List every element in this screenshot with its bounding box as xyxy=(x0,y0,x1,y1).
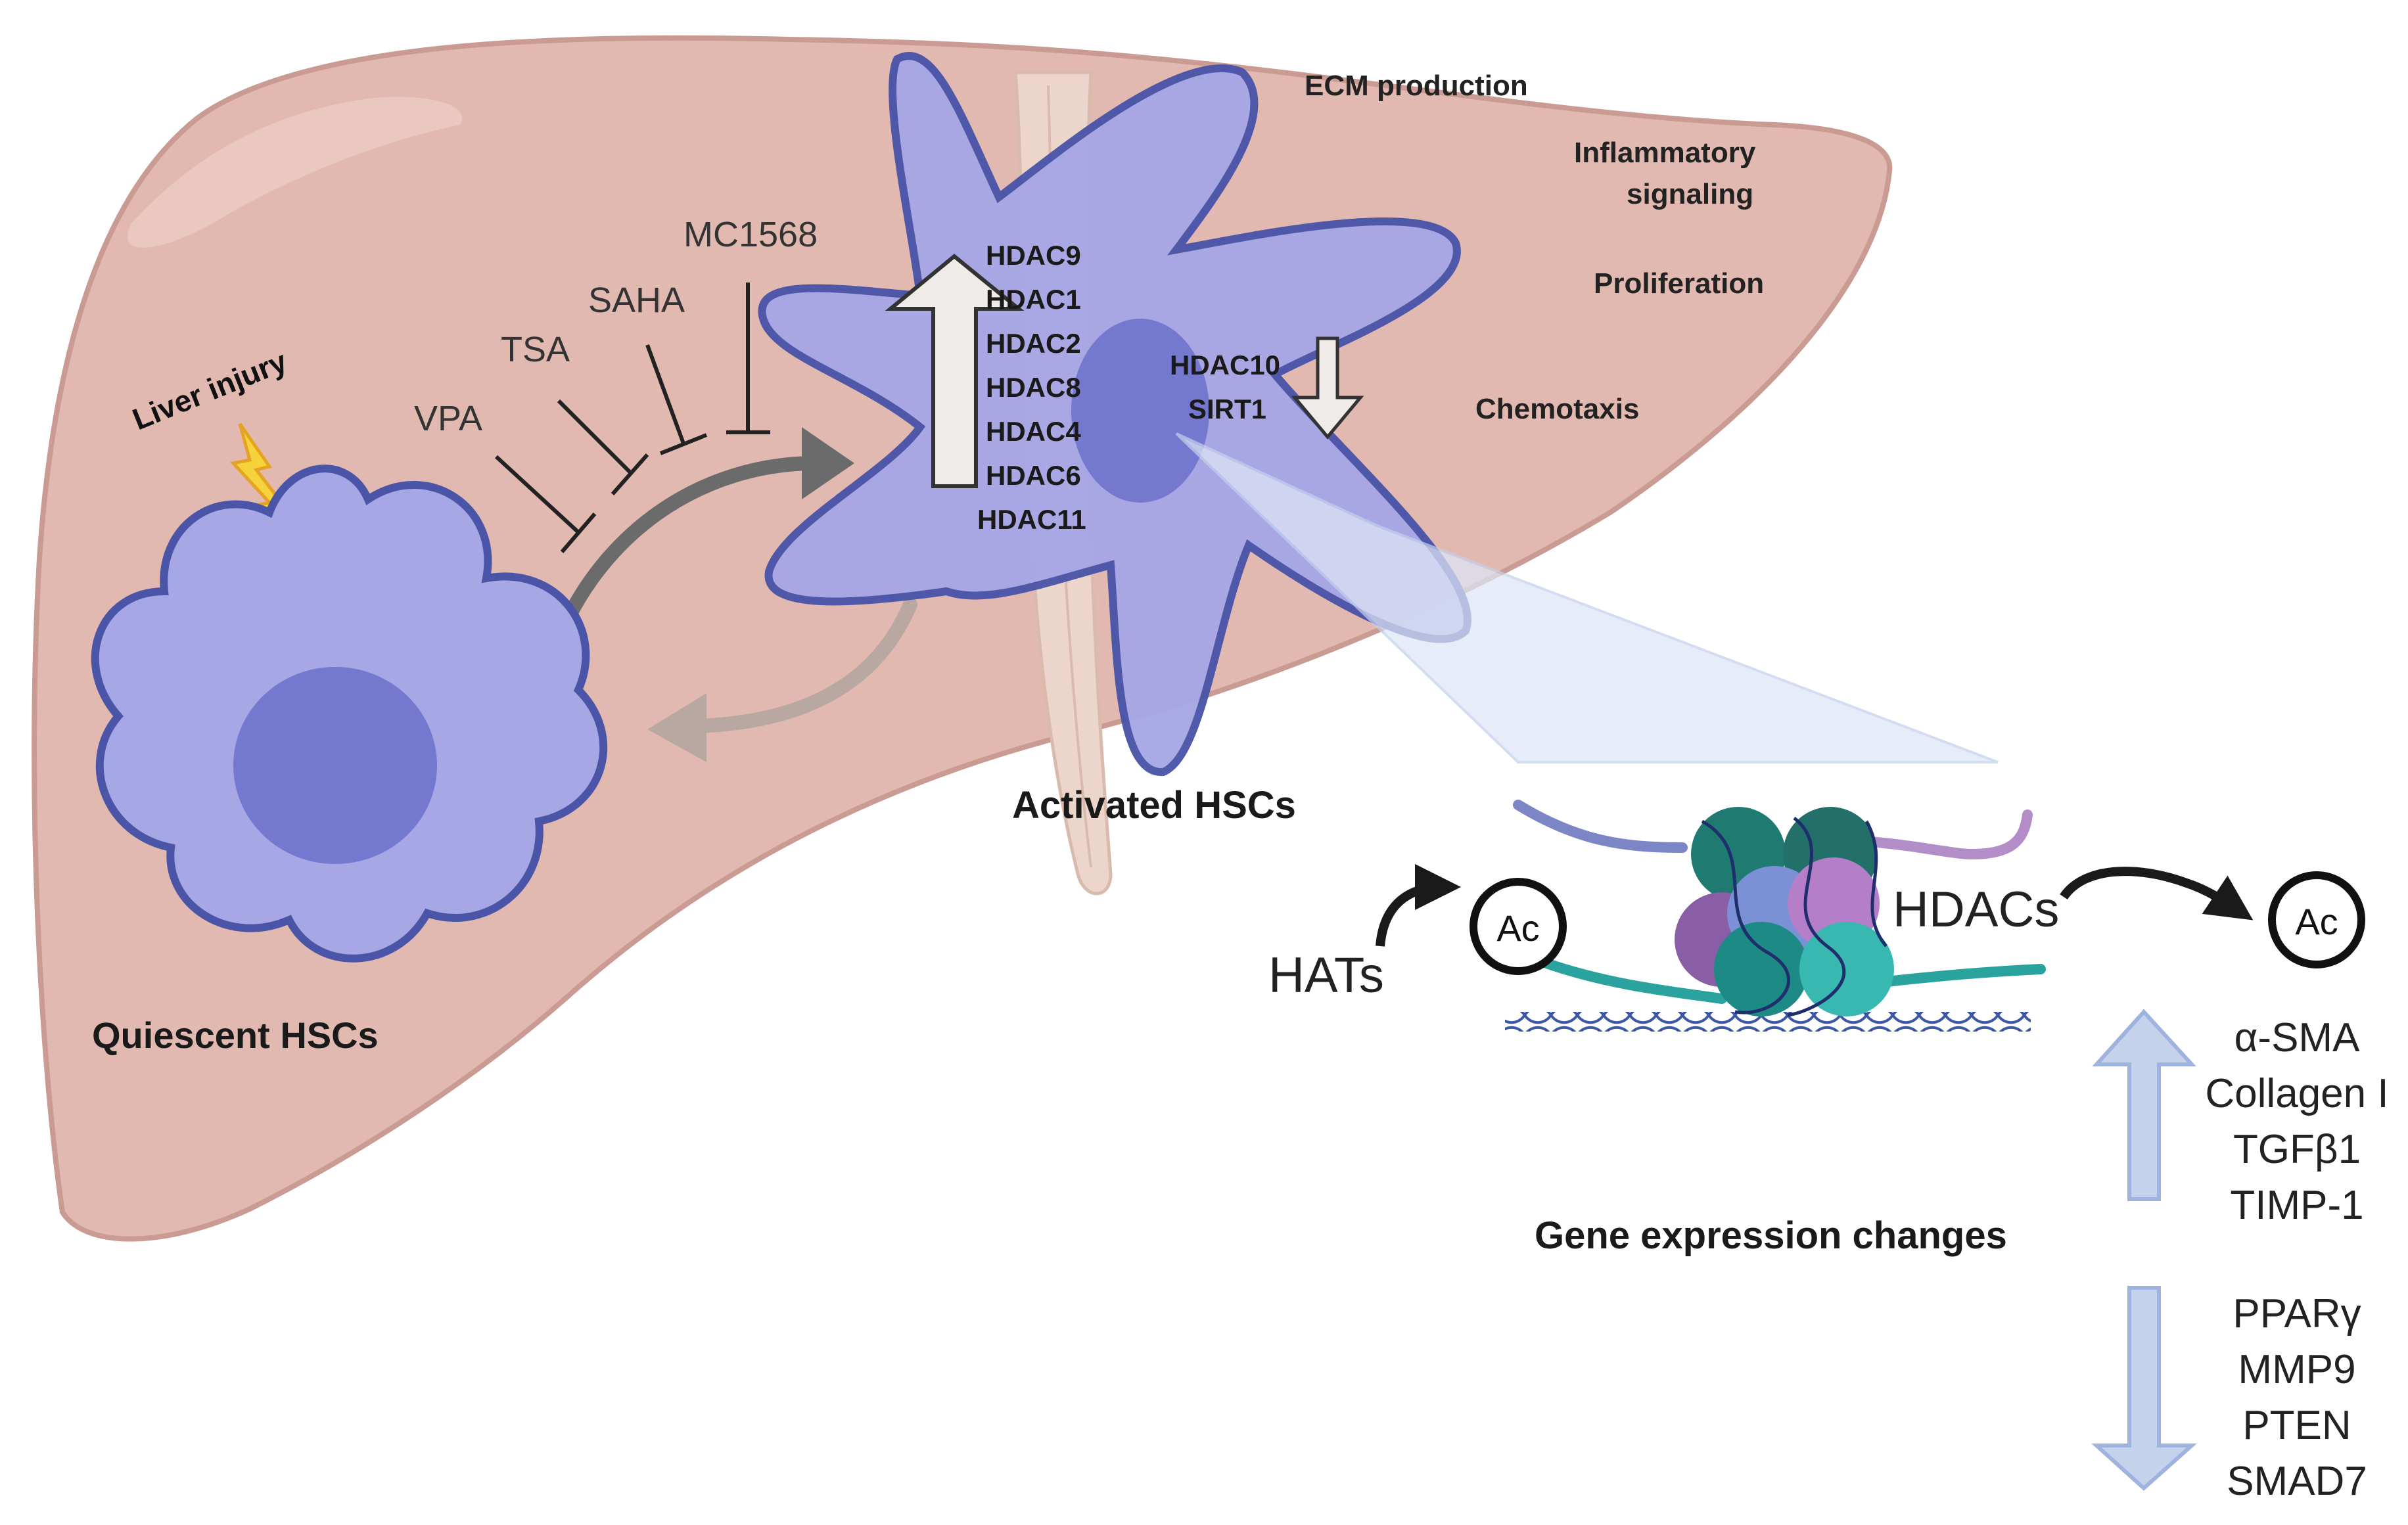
hdac-up-item: HDAC11 xyxy=(977,504,1086,535)
gene-down-item: PTEN xyxy=(2242,1403,2351,1448)
function-inflammatory-1: Inflammatory xyxy=(1574,137,1756,169)
gene-up-item: Collagen I xyxy=(2205,1071,2388,1116)
inhibitor-mc1568: MC1568 xyxy=(683,215,818,254)
function-ecm: ECM production xyxy=(1305,70,1528,102)
activation-arrows xyxy=(565,427,917,762)
hdac-up-item: HDAC8 xyxy=(986,372,1081,403)
liver-body xyxy=(32,35,1893,1242)
hdac-up-list: HDAC9 HDAC1 HDAC2 HDAC8 HDAC4 HDAC6 HDAC… xyxy=(977,240,1086,535)
hdacs-label: HDACs xyxy=(1893,882,2059,938)
hdac-down-item: HDAC10 xyxy=(1170,350,1280,380)
activated-functions: ECM production Inflammatory signaling Pr… xyxy=(1305,70,1764,425)
histone-core xyxy=(1714,922,1809,1016)
hdac-up-item: HDAC6 xyxy=(986,460,1081,491)
hats-arrow xyxy=(1376,864,1461,947)
zoom-wedge xyxy=(1175,432,1999,763)
hdacs-arrow xyxy=(2060,867,2254,921)
quiescent-cell xyxy=(91,465,608,963)
activated-label: Activated HSCs xyxy=(1012,784,1296,827)
genes-down-arrow xyxy=(2091,1286,2197,1491)
inhibitor-bars xyxy=(494,283,770,553)
gene-up-item: TIMP-1 xyxy=(2230,1183,2363,1228)
gene-down-item: PPARγ xyxy=(2233,1291,2361,1336)
liver-highlight xyxy=(127,97,463,248)
downregulation-arrow xyxy=(1291,336,1364,440)
hdac-up-item: HDAC2 xyxy=(986,328,1081,359)
function-proliferation: Proliferation xyxy=(1594,267,1764,300)
histone-tail-left-bottom xyxy=(1539,957,1727,1004)
activated-cell xyxy=(758,52,1471,777)
histone-tail-right-top xyxy=(1855,809,2033,860)
hdac-up-item: HDAC9 xyxy=(986,240,1081,271)
gene-down-item: MMP9 xyxy=(2238,1347,2355,1392)
acetyl-right-label: Ac xyxy=(2295,901,2338,942)
histone-core xyxy=(1799,922,1894,1016)
upregulation-arrow xyxy=(885,254,1025,488)
acetyl-left-label: Ac xyxy=(1496,907,1539,949)
dna-wrap xyxy=(1701,819,1790,1014)
quiescent-label: Quiescent HSCs xyxy=(92,1014,379,1056)
genes-up-list: α-SMA Collagen I TGFβ1 TIMP-1 xyxy=(2205,1015,2388,1228)
reversion-arrow-head xyxy=(647,693,706,762)
quiescent-nucleus xyxy=(233,667,437,864)
inhibitor-saha: SAHA xyxy=(588,281,685,320)
function-inflammatory-2: signaling xyxy=(1627,178,1753,210)
dna-wrap xyxy=(1864,820,1887,947)
chromatin-illustration xyxy=(1505,800,2046,1032)
hats-label: HATs xyxy=(1268,947,1384,1003)
acetyl-right-circle xyxy=(2268,871,2365,968)
genes-down-list: PPARγ MMP9 PTEN SMAD7 xyxy=(2227,1291,2367,1504)
inhibitor-tsa: TSA xyxy=(501,330,570,369)
hdac-up-item: HDAC4 xyxy=(986,416,1081,447)
hdac-down-item: SIRT1 xyxy=(1188,394,1266,424)
function-chemotaxis: Chemotaxis xyxy=(1475,393,1639,425)
acetyl-left-circle xyxy=(1470,878,1567,975)
inhibitor-vpa: VPA xyxy=(414,399,482,438)
activated-nucleus xyxy=(1071,319,1209,503)
gene-expression-label: Gene expression changes xyxy=(1535,1214,2007,1257)
activation-arrow-head xyxy=(802,427,854,499)
hdac-up-item: HDAC1 xyxy=(986,284,1081,315)
genes-up-arrow xyxy=(2092,1009,2196,1201)
gene-up-item: TGFβ1 xyxy=(2233,1127,2361,1172)
gene-up-item: α-SMA xyxy=(2234,1015,2360,1060)
gene-down-item: SMAD7 xyxy=(2227,1459,2367,1504)
activation-arrow-shaft xyxy=(565,456,816,618)
hdac-down-list: HDAC10 SIRT1 xyxy=(1170,350,1280,424)
dna-wrap xyxy=(1787,817,1846,1017)
reversion-arrow-shaft xyxy=(689,597,917,733)
histone-tail-left-top xyxy=(1513,800,1688,853)
